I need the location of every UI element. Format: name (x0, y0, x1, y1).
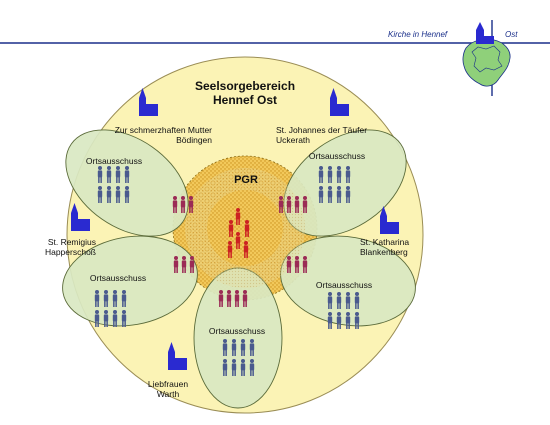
person-icon (345, 292, 351, 309)
person-icon (173, 256, 179, 273)
parish-name: St. Katharina (360, 237, 410, 247)
person-icon (222, 359, 228, 376)
petal-boedingen (65, 129, 189, 237)
person-icon (286, 196, 292, 213)
parish-label-happerschoss: St. Remigius Happerschoß (30, 237, 96, 257)
person-icon (243, 241, 249, 258)
person-icon (327, 292, 333, 309)
person-icon (121, 290, 127, 307)
person-icon (231, 359, 237, 376)
header-left-text: Kirche in Hennef (388, 30, 448, 39)
person-icon (318, 186, 324, 203)
council-label-boedingen: Ortsausschuss (85, 156, 143, 166)
person-icon (172, 196, 178, 213)
person-icon (354, 312, 360, 329)
parish-name: Liebfrauen (147, 379, 189, 389)
person-icon (106, 186, 112, 203)
person-icon (294, 256, 300, 273)
person-icon (231, 339, 237, 356)
person-icon (249, 359, 255, 376)
petal-warth (193, 267, 283, 409)
person-icon (226, 290, 232, 307)
title-line-1: Seelsorgebereich (194, 79, 296, 93)
person-icon (97, 186, 103, 203)
person-icon (180, 196, 186, 213)
council-label-blankenberg: Ortsausschuss (315, 280, 373, 290)
person-icon (97, 166, 103, 183)
person-icon (244, 220, 250, 237)
person-icon (228, 220, 234, 237)
person-icon (124, 166, 130, 183)
council-label-uckerath: Ortsausschuss (308, 151, 366, 161)
person-icon (336, 292, 342, 309)
council-label-happerschoss: Ortsausschuss (89, 273, 147, 283)
council-label-warth: Ortsausschuss (208, 326, 266, 336)
parish-label-boedingen: Zur schmerzhaften Mutter Bödingen (70, 125, 212, 145)
person-icon (124, 186, 130, 203)
person-icon (222, 339, 228, 356)
person-icon (121, 310, 127, 327)
person-icon (103, 310, 109, 327)
person-icon (234, 290, 240, 307)
diagram-title: Seelsorgebereich Hennef Ost (180, 79, 310, 107)
parish-label-uckerath: St. Johannes der Täufer Uckerath (276, 125, 406, 145)
person-icon (115, 186, 121, 203)
person-icon (181, 256, 187, 273)
church-icon (168, 342, 187, 370)
title-line-2: Hennef Ost (212, 93, 277, 107)
person-icon (286, 256, 292, 273)
person-icon (235, 208, 241, 225)
person-icon (318, 166, 324, 183)
person-icon (249, 339, 255, 356)
person-icon (227, 241, 233, 258)
pgr-label: PGR (234, 174, 258, 186)
parish-place: Warth (156, 389, 180, 399)
parish-name: Zur schmerzhaften Mutter (114, 125, 212, 135)
parish-place: Blankenberg (360, 247, 408, 257)
person-icon (294, 196, 300, 213)
person-icon (336, 166, 342, 183)
person-icon (345, 186, 351, 203)
parish-map-logo-icon (462, 22, 511, 87)
church-icon (330, 88, 349, 116)
person-icon (354, 292, 360, 309)
person-icon (327, 312, 333, 329)
person-icon (345, 166, 351, 183)
person-icon (235, 232, 241, 249)
person-icon (327, 166, 333, 183)
person-icon (94, 290, 100, 307)
person-icon (327, 186, 333, 203)
person-icon (302, 256, 308, 273)
church-icon (139, 88, 158, 116)
person-icon (336, 312, 342, 329)
person-icon (115, 166, 121, 183)
person-icon (112, 290, 118, 307)
person-icon (218, 290, 224, 307)
church-icon (71, 203, 90, 231)
parish-place: Happerschoß (44, 247, 96, 257)
person-icon (278, 196, 284, 213)
person-icon (112, 310, 118, 327)
person-icon (242, 290, 248, 307)
person-icon (336, 186, 342, 203)
person-icon (106, 166, 112, 183)
person-icon (302, 196, 308, 213)
person-icon (189, 256, 195, 273)
parish-place: Bödingen (176, 135, 212, 145)
parish-place: Uckerath (276, 135, 311, 145)
parish-label-warth: Liebfrauen Warth (138, 379, 198, 399)
header-right-text: Ost (505, 30, 518, 39)
parish-name: St. Johannes der Täufer (276, 125, 368, 135)
parish-name: St. Remigius (47, 237, 96, 247)
parish-label-blankenberg: St. Katharina Blankenberg (360, 237, 440, 257)
person-icon (188, 196, 194, 213)
person-icon (345, 312, 351, 329)
person-icon (94, 310, 100, 327)
person-icon (240, 339, 246, 356)
church-icon (380, 206, 399, 234)
person-icon (240, 359, 246, 376)
person-icon (103, 290, 109, 307)
